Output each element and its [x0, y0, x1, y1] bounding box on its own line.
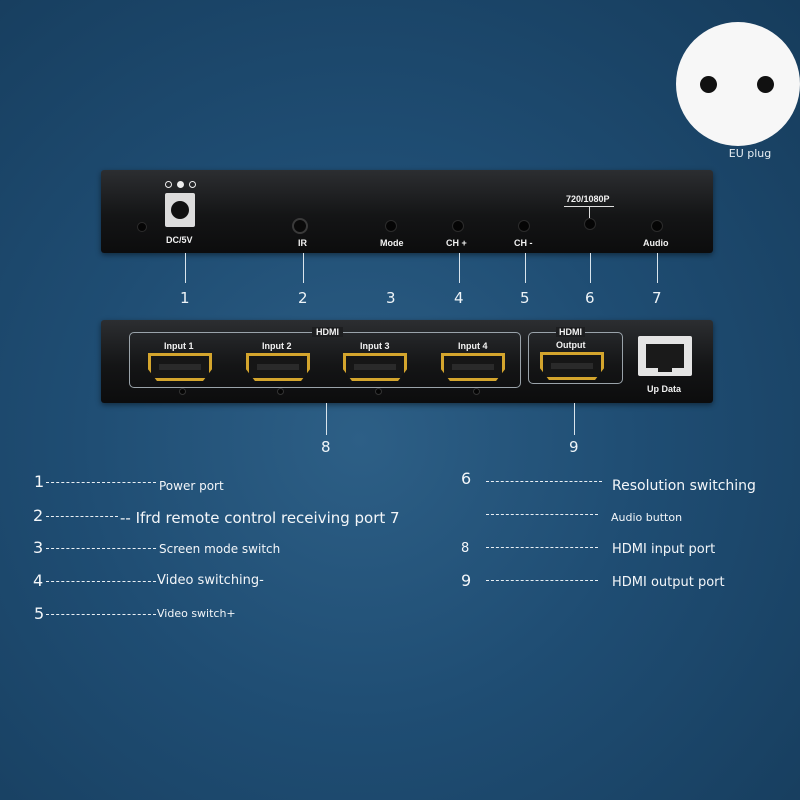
input-1-label: Input 1: [164, 341, 194, 351]
callout-line: [574, 403, 575, 435]
legend-number: 8: [461, 541, 470, 556]
legend-text: HDMI output port: [612, 575, 725, 590]
callout-number-3: 3: [386, 289, 396, 307]
legend-text: Video switch+: [157, 607, 236, 620]
mode-button[interactable]: [385, 220, 397, 232]
legend-number: 1: [34, 472, 45, 491]
legend-text: Power port: [159, 479, 224, 493]
ir-label: IR: [298, 238, 307, 248]
legend-number: 9: [461, 571, 472, 590]
eu-plug-image: [676, 22, 800, 146]
legend-text: -- Ifrd remote control receiving port 7: [120, 509, 400, 527]
legend-text: HDMI input port: [612, 542, 716, 557]
front-panel: DC/5V IR Mode CH + CH - 720/1080P Audio: [101, 170, 713, 253]
hdmi-output-group-label: HDMI: [556, 327, 585, 337]
callout-number-5: 5: [520, 289, 530, 307]
callout-number-7: 7: [652, 289, 662, 307]
callout-number-6: 6: [585, 289, 595, 307]
input-3-label: Input 3: [360, 341, 390, 351]
input-2-label: Input 2: [262, 341, 292, 351]
legend-dash: [486, 547, 598, 548]
legend-dash: [46, 482, 156, 483]
mode-label: Mode: [380, 238, 404, 248]
port-indicator: [473, 388, 480, 395]
legend-text: Resolution switching: [612, 478, 756, 494]
legend-number: 6: [461, 469, 472, 488]
hdmi-input-4-port: [441, 353, 505, 381]
legend-text: Screen mode switch: [159, 542, 281, 556]
legend-dash: [46, 614, 156, 615]
audio-button[interactable]: [651, 220, 663, 232]
hdmi-group-label: HDMI: [312, 327, 343, 337]
callout-line: [459, 253, 460, 283]
input-4-label: Input 4: [458, 341, 488, 351]
plug-pin-hole: [700, 76, 717, 93]
callout-number-2: 2: [298, 289, 308, 307]
audio-label: Audio: [643, 238, 669, 248]
plug-pin-hole: [757, 76, 774, 93]
updata-port: [638, 336, 692, 376]
hdmi-input-3-port: [343, 353, 407, 381]
port-indicator: [277, 388, 284, 395]
callout-line: [303, 253, 304, 283]
callout-number-1: 1: [180, 289, 190, 307]
legend-number: 4: [33, 571, 44, 590]
output-label: Output: [556, 340, 586, 350]
hdmi-input-2-port: [246, 353, 310, 381]
updata-label: Up Data: [647, 384, 682, 394]
dc-power-jack: [165, 193, 195, 227]
panel-screw: [137, 222, 147, 232]
callout-number-8: 8: [321, 438, 331, 456]
ch-plus-button[interactable]: [452, 220, 464, 232]
port-indicator: [179, 388, 186, 395]
hdmi-output-port: [540, 352, 604, 380]
resolution-leader: [589, 206, 590, 218]
rear-panel: HDMI Input 1 Input 2 Input 3 Input 4 HDM…: [101, 320, 713, 403]
legend-dash: [46, 516, 118, 517]
ch-minus-button[interactable]: [518, 220, 530, 232]
legend-number: 3: [33, 538, 44, 557]
ch-minus-label: CH -: [514, 238, 533, 248]
legend-dash: [46, 548, 156, 549]
callout-line: [657, 253, 658, 283]
legend-number: 5: [34, 604, 45, 623]
callout-line: [185, 253, 186, 283]
ir-sensor: [292, 218, 308, 234]
legend-number: 2: [33, 506, 44, 525]
legend-dash: [486, 481, 602, 482]
polarity-symbol: [165, 181, 196, 188]
dc-label: DC/5V: [166, 235, 193, 245]
callout-line: [326, 403, 327, 435]
callout-line: [590, 253, 591, 283]
legend-text: Audio button: [611, 511, 683, 524]
resolution-button[interactable]: [584, 218, 596, 230]
port-indicator: [375, 388, 382, 395]
legend-dash: [46, 581, 156, 582]
hdmi-input-1-port: [148, 353, 212, 381]
resolution-label: 720/1080P: [566, 194, 610, 204]
plug-caption: EU plug: [728, 147, 772, 160]
ch-plus-label: CH +: [446, 238, 467, 248]
callout-number-4: 4: [454, 289, 464, 307]
legend-text: Video switching-: [157, 573, 264, 588]
legend-dash: [486, 514, 598, 515]
callout-line: [525, 253, 526, 283]
callout-number-9: 9: [569, 438, 579, 456]
legend-dash: [486, 580, 598, 581]
